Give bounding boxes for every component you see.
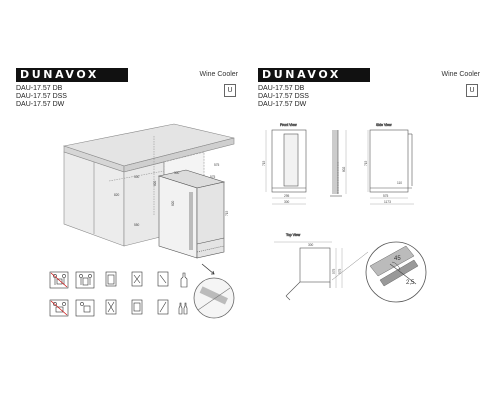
tilt-limit-icon (157, 299, 169, 315)
dim-label: 802 (342, 166, 346, 172)
model-name: DAU-17.57 DB (258, 85, 305, 92)
dim-label: 110 (397, 181, 402, 185)
view-title: Side View (376, 123, 392, 127)
level-icon (131, 299, 143, 315)
installation-sheet-left: DUNAVOX Wine Cooler U DAU-17.57 DB DAU-1… (14, 66, 244, 328)
carry-box-icon (75, 299, 95, 317)
dim-label: 575 (210, 175, 216, 179)
dim-label: 820 (171, 200, 175, 206)
no-tilt-icon (105, 299, 117, 315)
dim-label: 1173 (384, 200, 391, 204)
no-shake-icon (131, 271, 143, 287)
dim-label: 575 (214, 163, 220, 167)
dim-label: 300 (134, 175, 140, 179)
front-view: Front View (265, 123, 307, 205)
do-not-lay-flat-icon (49, 299, 69, 317)
transport-pictograms-2 (49, 299, 188, 317)
top-view: Top View (274, 233, 343, 301)
dim-label: 575 (338, 268, 342, 274)
technical-drawings: Front View 715 295 300 802 Side View (262, 123, 427, 303)
side-view-niche (330, 130, 347, 197)
view-title: Top View (286, 233, 301, 237)
upright-box-icon (105, 271, 117, 287)
dim-label: 300 (284, 200, 290, 204)
carry-upright-icon (75, 271, 95, 289)
dim-label: 820 (114, 193, 120, 197)
dim-label: 715 (262, 160, 266, 166)
brand-logo: DUNAVOX (16, 68, 128, 82)
product-type: Wine Cooler (441, 71, 480, 78)
dim-label: 550 (134, 223, 140, 227)
dim-label: 575 (332, 268, 336, 274)
gap-label: 2,5 (406, 280, 415, 286)
rest-upright-icon (157, 271, 169, 287)
side-view: Side View (367, 123, 414, 205)
angle-label: 45 (394, 256, 401, 262)
model-list: DAU-17.57 DB DAU-17.57 DSS DAU-17.57 DW (16, 85, 67, 109)
u-badge: U (224, 84, 236, 97)
dim-label: 300 (308, 243, 314, 247)
wine-cooler-drawing (157, 169, 226, 259)
installation-illustration: 300 820 820 550 100 300 575 820 715 575 (49, 123, 235, 319)
brand-logo: DUNAVOX (258, 68, 370, 82)
model-name: DAU-17.57 DW (258, 101, 307, 108)
dim-label: 295 (284, 194, 290, 198)
bottles-icon (178, 302, 188, 315)
bottle-icon (180, 272, 188, 288)
carry-two-people-icon (49, 271, 69, 289)
dim-label: 820 (153, 180, 157, 186)
model-name: DAU-17.57 DSS (258, 93, 309, 100)
detail-magnifier (193, 277, 235, 319)
hinge-detail-magnifier (331, 241, 427, 303)
arrow-icon (201, 263, 215, 275)
model-name: DAU-17.57 DB (16, 85, 63, 92)
dim-label: 715 (364, 160, 368, 166)
model-name: DAU-17.57 DSS (16, 93, 67, 100)
dim-label: 715 (225, 210, 229, 216)
dim-label: 300 (174, 171, 180, 175)
installation-sheet-right: DUNAVOX Wine Cooler U DAU-17.57 DB DAU-1… (256, 66, 486, 328)
view-title: Front View (280, 123, 297, 127)
model-list: DAU-17.57 DB DAU-17.57 DSS DAU-17.57 DW (258, 85, 309, 109)
u-badge: U (466, 84, 478, 97)
model-name: DAU-17.57 DW (16, 101, 65, 108)
transport-pictograms (49, 271, 188, 289)
product-type: Wine Cooler (199, 71, 238, 78)
dim-label: 575 (383, 194, 389, 198)
